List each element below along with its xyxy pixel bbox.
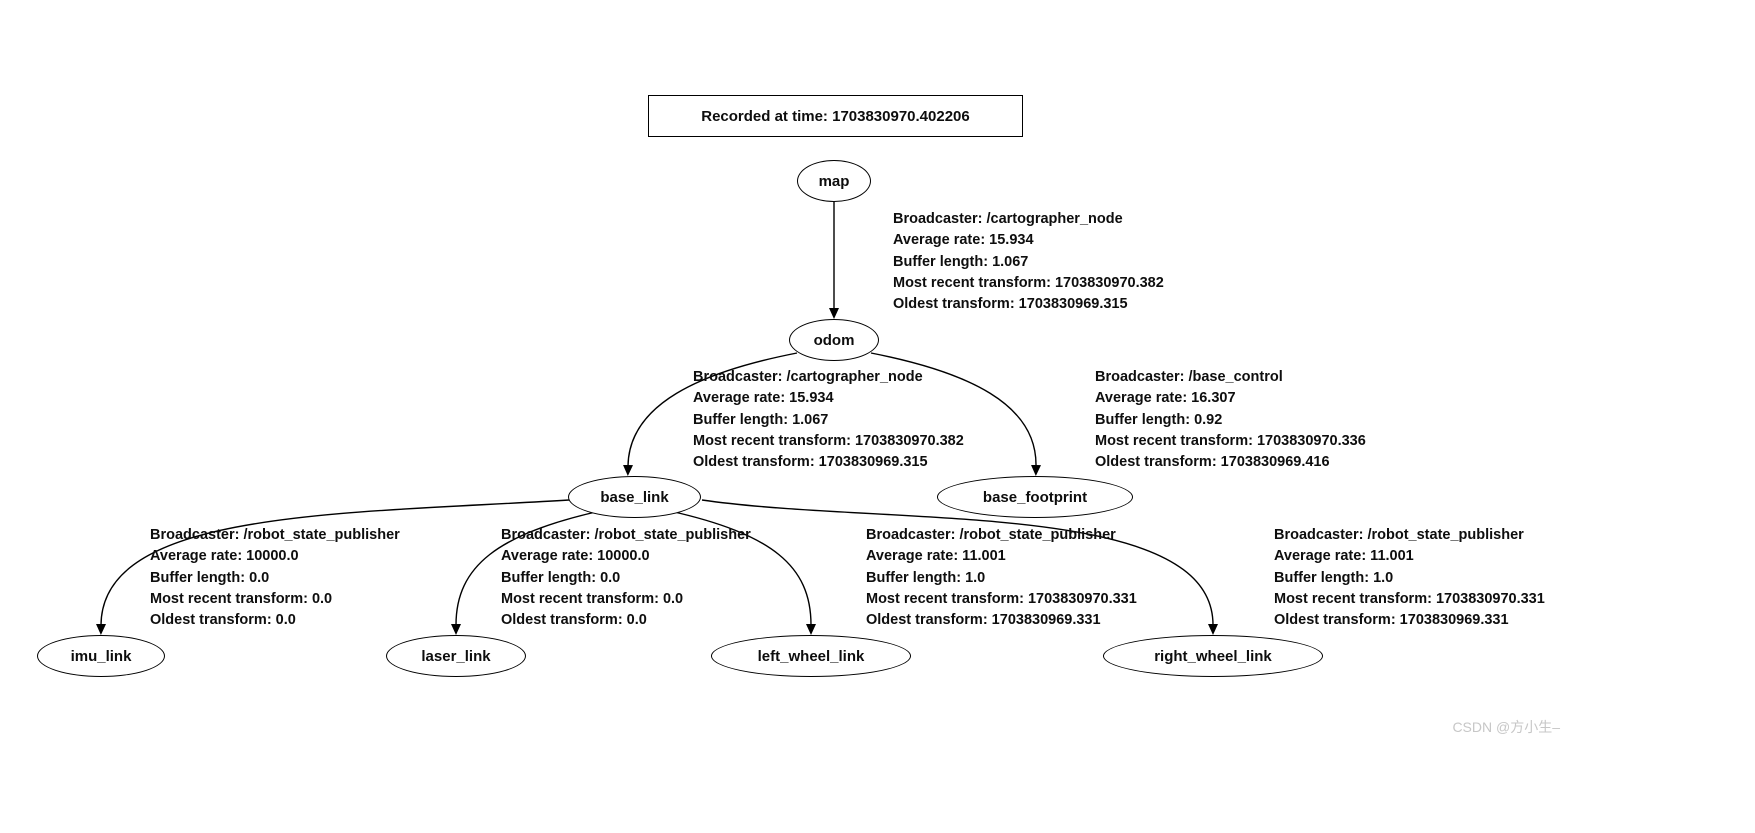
node-label: base_footprint (982, 488, 1088, 506)
oldest-transform-line: Oldest transform: 0.0 (501, 612, 647, 629)
average-rate-line: Average rate: 15.934 (893, 232, 1034, 249)
broadcaster-line: Broadcaster: /robot_state_publisher (1274, 527, 1524, 543)
average-rate-line: Average rate: 15.934 (693, 390, 834, 407)
edge-base_link-laser_link (451, 510, 601, 635)
average-rate-line: Average rate: 16.307 (1095, 390, 1236, 407)
average-rate-line: Average rate: 11.001 (1274, 548, 1414, 565)
node-label: right_wheel_link (1154, 647, 1272, 665)
node-label: odom (813, 331, 855, 349)
buffer-length-line: Buffer length: 0.0 (501, 569, 621, 586)
average-rate-line: Average rate: 10000.0 (150, 548, 299, 565)
node-left-wheel-link: left_wheel_link (711, 635, 911, 677)
most-recent-transform-line: Most recent transform: 1703830970.331 (866, 590, 1137, 607)
csdn-watermark: CSDN @方小生– (1452, 719, 1560, 735)
edge-base_link-imu_link (96, 499, 570, 635)
broadcaster-line: Broadcaster: /cartographer_node (693, 369, 923, 385)
node-map: map (797, 160, 871, 202)
buffer-length-line: Buffer length: 0.92 (1095, 411, 1223, 428)
broadcaster-line: Broadcaster: /robot_state_publisher (866, 527, 1116, 543)
node-odom: odom (789, 319, 879, 361)
buffer-length-line: Buffer length: 1.067 (893, 253, 1029, 270)
recorded-time-label: Recorded at time: 1703830970.402206 (701, 107, 970, 125)
most-recent-transform-line: Most recent transform: 1703830970.382 (893, 274, 1164, 291)
edge-label-map-odom: Broadcaster: /cartographer_node Average … (893, 209, 1164, 315)
buffer-length-line: Buffer length: 1.0 (1274, 569, 1394, 586)
oldest-transform-line: Oldest transform: 0.0 (150, 612, 296, 629)
edge-odom-base_footprint (870, 352, 1042, 476)
most-recent-transform-line: Most recent transform: 1703830970.331 (1274, 590, 1545, 607)
node-imu-link: imu_link (37, 635, 165, 677)
edge-label-odom-base-footprint: Broadcaster: /base_control Average rate:… (1095, 367, 1366, 473)
edge-label-base-link-right-wheel-link: Broadcaster: /robot_state_publisher Aver… (1274, 525, 1545, 631)
most-recent-transform-line: Most recent transform: 1703830970.382 (693, 432, 964, 449)
edge-label-odom-base-link: Broadcaster: /cartographer_node Average … (693, 367, 964, 473)
broadcaster-line: Broadcaster: /robot_state_publisher (150, 527, 400, 543)
oldest-transform-line: Oldest transform: 1703830969.331 (1274, 612, 1509, 629)
recorded-time-box: Recorded at time: 1703830970.402206 (648, 95, 1023, 137)
node-base-link: base_link (568, 476, 701, 518)
average-rate-line: Average rate: 11.001 (866, 548, 1006, 565)
edge-label-base-link-imu-link: Broadcaster: /robot_state_publisher Aver… (150, 525, 400, 631)
oldest-transform-line: Oldest transform: 1703830969.331 (866, 612, 1101, 629)
buffer-length-line: Buffer length: 1.067 (693, 411, 829, 428)
edge-base_link-left_wheel_link (669, 510, 816, 635)
node-right-wheel-link: right_wheel_link (1103, 635, 1323, 677)
node-base-footprint: base_footprint (937, 476, 1133, 518)
most-recent-transform-line: Most recent transform: 0.0 (501, 590, 684, 607)
oldest-transform-line: Oldest transform: 1703830969.416 (1095, 454, 1330, 471)
node-label: base_link (600, 488, 669, 506)
node-label: laser_link (421, 647, 491, 665)
most-recent-transform-line: Most recent transform: 1703830970.336 (1095, 432, 1366, 449)
oldest-transform-line: Oldest transform: 1703830969.315 (693, 454, 928, 471)
broadcaster-line: Broadcaster: /base_control (1095, 369, 1283, 385)
node-label: left_wheel_link (757, 647, 865, 665)
oldest-transform-line: Oldest transform: 1703830969.315 (893, 296, 1128, 313)
node-label: map (818, 172, 850, 190)
broadcaster-line: Broadcaster: /robot_state_publisher (501, 527, 751, 543)
broadcaster-line: Broadcaster: /cartographer_node (893, 211, 1123, 227)
buffer-length-line: Buffer length: 0.0 (150, 569, 270, 586)
buffer-length-line: Buffer length: 1.0 (866, 569, 986, 586)
node-label: imu_link (70, 647, 132, 665)
edge-base_link-right_wheel_link (701, 499, 1218, 635)
edge-odom-base_link (623, 352, 798, 476)
edge-label-base-link-left-wheel-link: Broadcaster: /robot_state_publisher Aver… (866, 525, 1137, 631)
average-rate-line: Average rate: 10000.0 (501, 548, 650, 565)
edge-label-base-link-laser-link: Broadcaster: /robot_state_publisher Aver… (501, 525, 751, 631)
node-laser-link: laser_link (386, 635, 526, 677)
most-recent-transform-line: Most recent transform: 0.0 (150, 590, 333, 607)
